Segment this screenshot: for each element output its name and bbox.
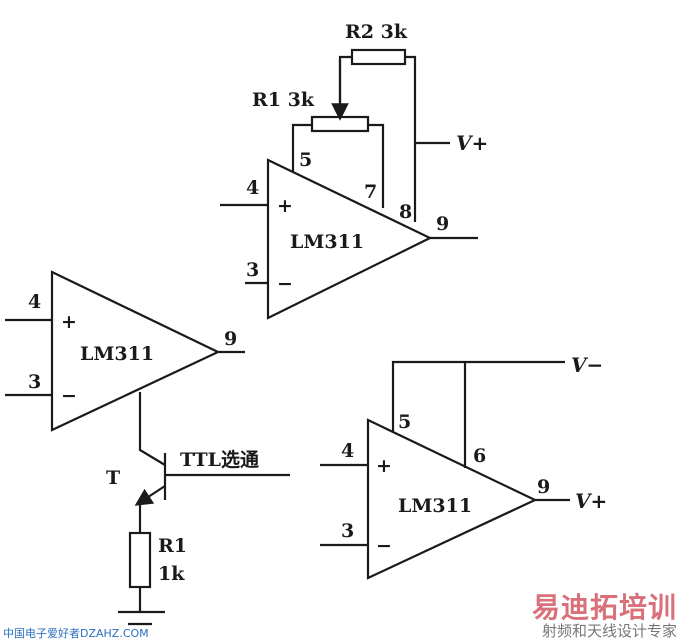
svg-text:LM311: LM311 [398, 495, 472, 517]
svg-text:+: + [376, 455, 392, 477]
svg-text:V+: V+ [575, 489, 607, 513]
svg-text:1k: 1k [158, 563, 185, 585]
svg-text:9: 9 [224, 328, 237, 350]
svg-text:9: 9 [436, 213, 449, 235]
svg-text:4: 4 [28, 291, 41, 313]
svg-text:4: 4 [246, 177, 259, 199]
svg-text:3: 3 [28, 371, 41, 393]
svg-text:V−: V− [571, 353, 603, 377]
svg-text:TTL选通: TTL选通 [180, 449, 260, 471]
watermark-left: 中国电子爱好者DZAHZ.COM [3, 627, 149, 640]
svg-text:LM311: LM311 [290, 231, 364, 253]
svg-text:5: 5 [299, 149, 312, 171]
svg-text:−: − [376, 535, 392, 557]
resistor-r1 [128, 531, 152, 589]
opamp-top: LM311 4 3 9 5 7 8 + − R1 3k R2 3k V+ [220, 21, 488, 320]
svg-text:9: 9 [537, 476, 550, 498]
svg-text:5: 5 [398, 411, 411, 433]
svg-text:+: + [277, 195, 293, 217]
svg-text:R2 3k: R2 3k [345, 21, 408, 43]
svg-text:T: T [106, 467, 120, 489]
svg-text:8: 8 [399, 201, 412, 223]
svg-text:6: 6 [473, 445, 486, 467]
svg-text:R1 3k: R1 3k [252, 89, 315, 111]
svg-text:+: + [61, 311, 77, 333]
svg-text:−: − [61, 385, 77, 407]
resistor-r1-pot [310, 115, 370, 133]
svg-text:V+: V+ [456, 131, 488, 155]
opamp-left: LM311 4 3 9 + − T TTL选通 R1 1k [5, 270, 290, 626]
svg-text:4: 4 [341, 440, 354, 462]
watermark-brand: 易迪拓培训 [531, 591, 677, 624]
svg-text:7: 7 [364, 181, 377, 203]
opamp-right: LM311 4 3 9 5 6 + − V− V+ [320, 353, 607, 580]
svg-text:3: 3 [341, 520, 354, 542]
svg-text:LM311: LM311 [80, 343, 154, 365]
svg-text:R1: R1 [158, 535, 187, 557]
resistor-r2 [350, 48, 407, 66]
svg-text:−: − [277, 273, 293, 295]
svg-text:3: 3 [246, 259, 259, 281]
watermark-slogan: 射频和天线设计专家 [541, 622, 677, 640]
